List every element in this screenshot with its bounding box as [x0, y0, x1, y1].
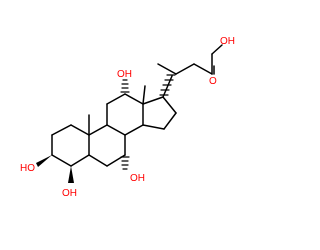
stereo-wedge-c3-oh: [36, 155, 52, 167]
c12-oh-label: OH: [117, 69, 132, 80]
ring-a: [51, 124, 90, 167]
steroid-acid-structure: OH O OH OH OH HO: [20, 36, 235, 199]
c7-oh-label: OH: [130, 173, 145, 184]
stereo-hash-c12-oh: [120, 79, 130, 93]
bond-c17-c20: [162, 75, 173, 98]
methyl-c18: [142, 85, 146, 105]
stereo-wedge-c4-oh: [68, 166, 74, 183]
c4-oh-label: OH: [62, 188, 77, 199]
ring-b: [88, 124, 126, 167]
stereo-hash-c7-oh: [120, 156, 130, 170]
carboxyl-oh-label: OH: [220, 36, 235, 47]
ring-c: [106, 93, 144, 136]
c3-oh-label: HO: [20, 163, 35, 174]
carbonyl-o-label: O: [209, 76, 217, 87]
structure-canvas: OH O OH OH OH HO: [20, 36, 235, 199]
ring-d: [142, 96, 177, 130]
side-chain: [157, 44, 223, 75]
